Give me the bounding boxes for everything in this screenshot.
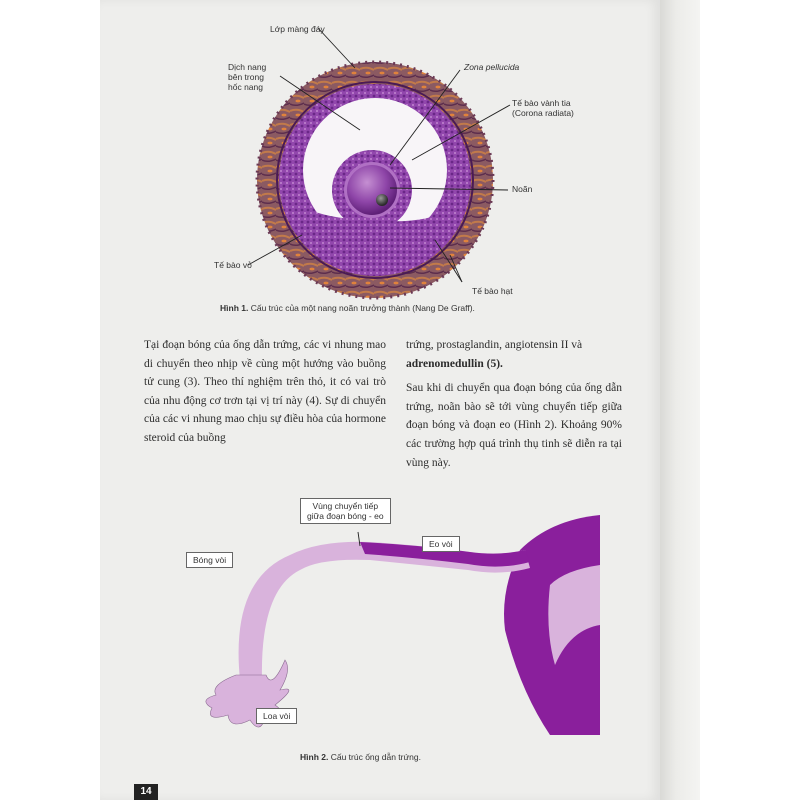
label-corona-radiata-line2: (Corona radiata) <box>512 108 574 118</box>
figure-1: Lớp màng đáy Dịch nang bên trong hốc nan… <box>150 10 600 310</box>
label-transition-zone-line1: Vùng chuyển tiếp <box>312 501 379 511</box>
label-transition-zone: Vùng chuyển tiếp giữa đoạn bóng - eo <box>300 498 391 524</box>
figure-2-caption-number: Hình 2. <box>300 752 329 762</box>
figure-1-caption: Hình 1. Cấu trúc của một nang noãn trưởn… <box>220 303 475 313</box>
right-paragraph-2: Sau khi di chuyển qua đoạn bóng của ống … <box>406 382 622 469</box>
right-paragraph-1-line2: adrenomedullin (5). <box>406 357 503 370</box>
label-follicular-fluid-line2: bên trong <box>228 72 264 82</box>
figure-2-caption: Hình 2. Cấu trúc ống dẫn trứng. <box>300 752 421 762</box>
page-edge <box>660 0 700 800</box>
left-margin <box>0 0 100 800</box>
label-follicular-fluid-line3: hốc nang <box>228 82 263 92</box>
left-column: Tại đoạn bóng của ống dẫn trứng, các vi … <box>144 336 386 454</box>
label-oocyte: Noãn <box>512 184 533 194</box>
figure-2-caption-text: Cấu trúc ống dẫn trứng. <box>328 752 421 762</box>
figure-2: Vùng chuyển tiếp giữa đoạn bóng - eo Bón… <box>150 490 620 750</box>
figure-1-caption-number: Hình 1. <box>220 303 249 313</box>
label-granulosa-cells: Tế bào hạt <box>472 286 513 296</box>
follicle-illustration <box>247 27 511 300</box>
right-column: trứng, prostaglandin, angiotensin II và … <box>406 336 622 478</box>
label-isthmus: Eo vòi <box>422 536 460 552</box>
right-paragraph-1-line1: trứng, prostaglandin, angiotensin II và <box>406 339 583 351</box>
label-transition-zone-line2: giữa đoạn bóng - eo <box>307 511 384 521</box>
page-number: 14 <box>134 784 158 800</box>
figure-1-caption-text: Cấu trúc của một nang noãn trưởng thành … <box>248 303 475 313</box>
label-corona-radiata-line1: Tế bào vành tia <box>512 98 571 108</box>
label-theca-cells: Tế bào vỏ <box>214 260 252 270</box>
left-paragraph: Tại đoạn bóng của ống dẫn trứng, các vi … <box>144 339 386 444</box>
label-zona-pellucida: Zona pellucida <box>464 62 520 72</box>
fallopian-tube-illustration <box>205 515 600 735</box>
label-infundibulum: Loa vòi <box>256 708 298 724</box>
label-follicular-fluid-line1: Dịch nang <box>228 62 267 72</box>
label-ampulla: Bóng vòi <box>186 552 234 568</box>
label-basement-membrane: Lớp màng đáy <box>270 24 325 34</box>
